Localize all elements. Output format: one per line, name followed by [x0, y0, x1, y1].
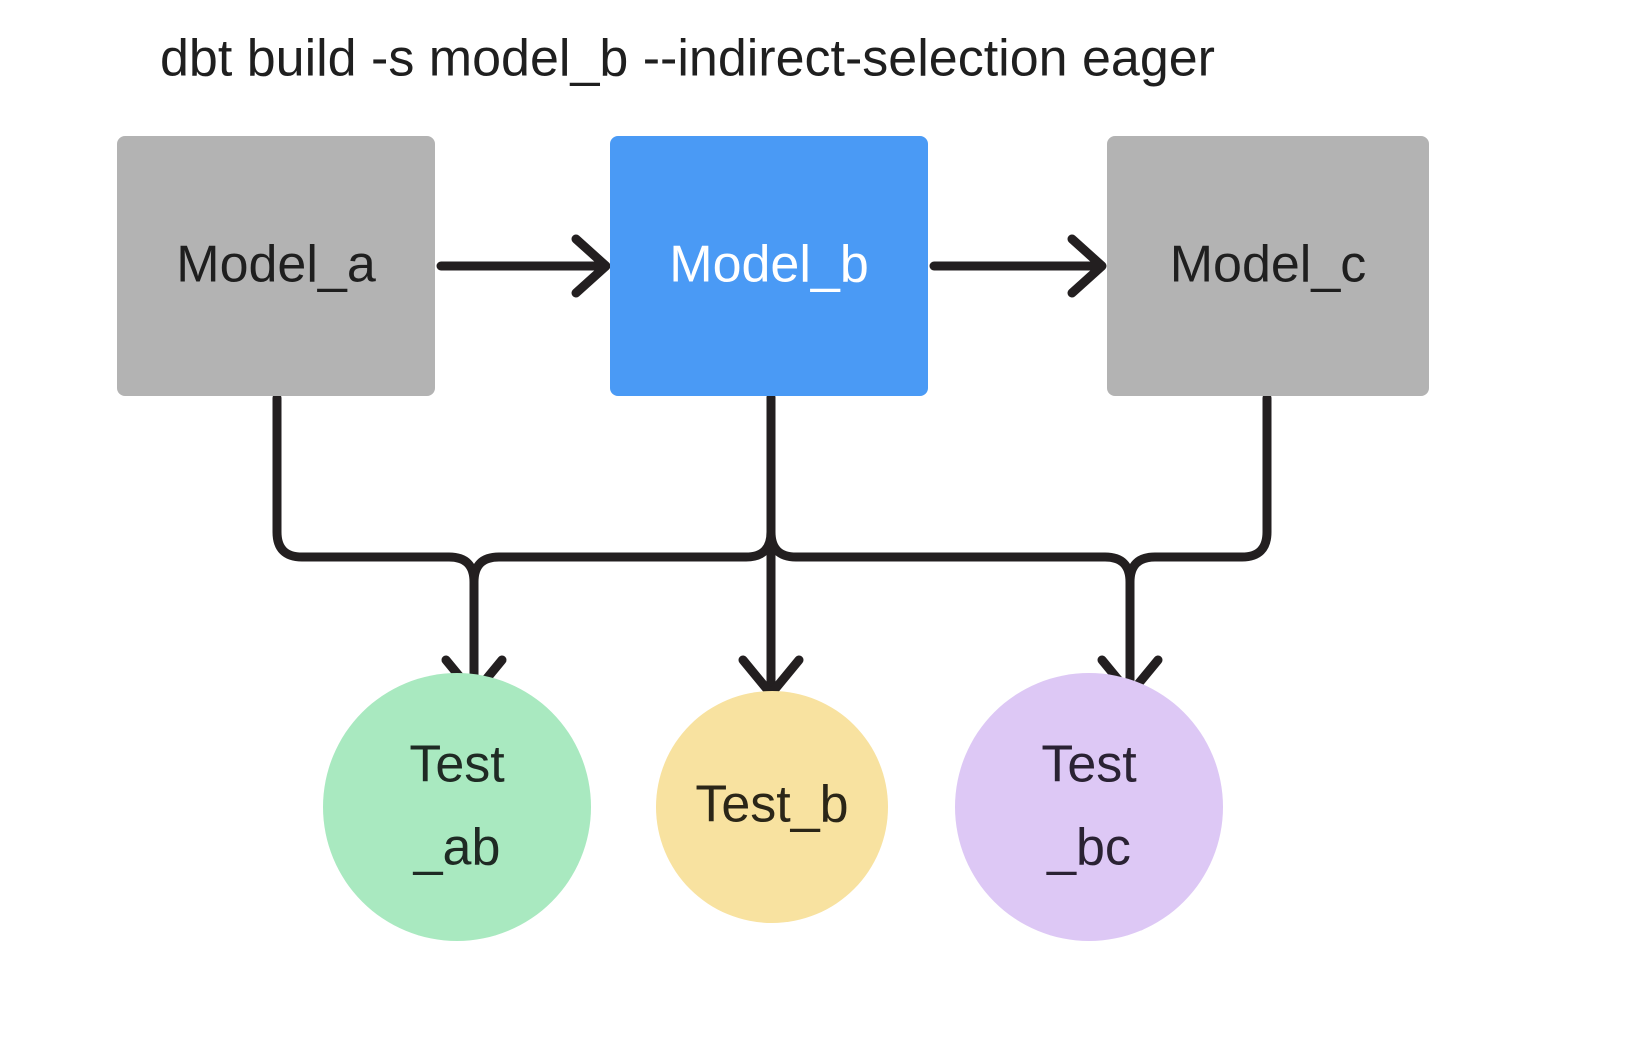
edge-model-c-to-test-bc [1125, 393, 1272, 695]
edge-model-b-to-model-c [929, 234, 1107, 298]
edge-model-a-to-test-ab [272, 393, 479, 695]
node-test-b[interactable]: Test_b [656, 691, 888, 923]
test-b-label: Test_b [695, 776, 848, 834]
node-model-b[interactable]: Model_b [610, 136, 928, 396]
edge-model-b-to-test-ab [469, 393, 776, 695]
page-title: dbt build -s model_b --indirect-selectio… [160, 30, 1215, 88]
test-bc-label-line1: Test [1041, 736, 1137, 794]
model-c-label: Model_c [1170, 236, 1367, 294]
model-b-box[interactable] [610, 136, 928, 396]
node-test-bc[interactable]: Test _bc [955, 673, 1223, 941]
test-ab-label-line1: Test [409, 736, 505, 794]
test-ab-label-line2: _ab [413, 819, 501, 877]
model-a-label: Model_a [176, 236, 376, 294]
model-b-label: Model_b [669, 236, 868, 294]
edge-model-a-to-model-b [436, 234, 611, 298]
node-test-ab[interactable]: Test _ab [323, 673, 591, 941]
edge-model-b-to-test-bc [766, 393, 1135, 695]
test-b-circle[interactable] [656, 691, 888, 923]
node-model-c[interactable]: Model_c [1107, 136, 1429, 396]
model-c-box[interactable] [1107, 136, 1429, 396]
node-model-a[interactable]: Model_a [117, 136, 435, 396]
test-bc-circle[interactable] [955, 673, 1223, 941]
test-bc-label-line2: _bc [1046, 819, 1131, 877]
test-ab-circle[interactable] [323, 673, 591, 941]
model-a-box[interactable] [117, 136, 435, 396]
